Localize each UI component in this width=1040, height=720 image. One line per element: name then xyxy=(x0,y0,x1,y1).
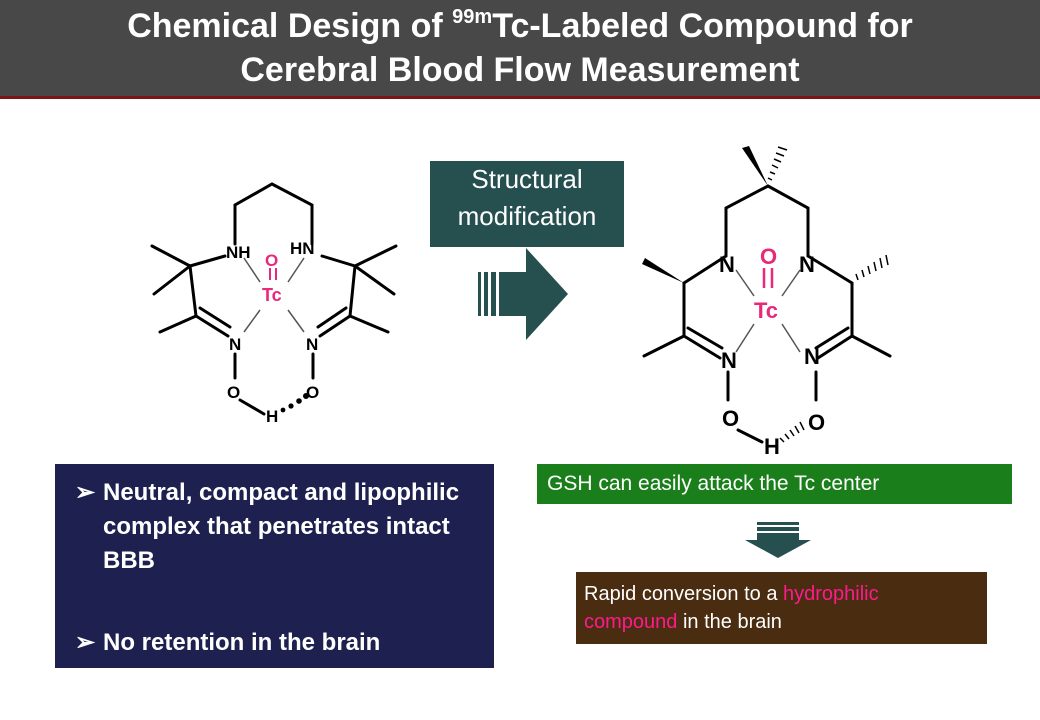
left-nh-label: NH xyxy=(226,243,251,262)
arrow-bullet-icon: ➢ xyxy=(75,479,96,506)
left-tc-label: Tc xyxy=(262,285,282,305)
features-box: ➢ Neutral, compact and lipophilic comple… xyxy=(55,464,494,668)
left-h-label: H xyxy=(266,407,278,426)
right-molecule-structure: N N O Tc N N O O H xyxy=(642,146,892,459)
arrow-bullet-icon: ➢ xyxy=(75,629,96,656)
rapid-text-part-1: Rapid conversion to a xyxy=(584,583,784,605)
gsh-attack-label: GSH can easily attack the Tc center xyxy=(537,464,1012,504)
title-line-2: Cerebral Blood Flow Measurement xyxy=(240,51,800,89)
right-n-top-right-label: N xyxy=(799,252,815,277)
left-oxo-label: O xyxy=(265,251,278,270)
title-prefix: Chemical Design of xyxy=(127,7,453,45)
title-suffix: Tc-Labeled Compound for xyxy=(492,7,913,45)
right-o-left-label: O xyxy=(722,406,739,431)
left-molecule-structure: NH HN O Tc N N O O H xyxy=(150,182,398,426)
hydrophilic-highlight: hydrophilic xyxy=(783,583,879,605)
right-o-right-label: O xyxy=(808,410,825,435)
structural-line-2: modification xyxy=(457,201,597,231)
left-hn-label: HN xyxy=(290,239,315,258)
left-o-right-label: O xyxy=(306,383,319,402)
title-superscript: 99m xyxy=(452,6,493,28)
gsh-text: GSH can easily attack the Tc center xyxy=(547,472,880,495)
left-o-left-label: O xyxy=(227,383,240,402)
right-h-label: H xyxy=(764,434,780,459)
title-line-1: Chemical Design of 99mTc-Labeled Compoun… xyxy=(0,6,1040,46)
bullet-text: No retention in the brain xyxy=(103,629,381,656)
right-n-bottom-left-label: N xyxy=(721,348,737,373)
down-arrow-icon xyxy=(745,522,811,558)
left-n-right-label: N xyxy=(306,335,318,354)
left-n-left-label: N xyxy=(229,335,241,354)
structural-line-1: Structural xyxy=(471,164,583,194)
rapid-text-part-2: in the brain xyxy=(677,611,782,633)
right-tc-label: Tc xyxy=(754,298,778,323)
right-n-top-left-label: N xyxy=(719,252,735,277)
block-right-arrow-icon xyxy=(478,248,568,340)
bullet-text: Neutral, compact and lipophilic complex … xyxy=(103,479,460,574)
rapid-conversion-box: Rapid conversion to a hydrophilic compoun… xyxy=(576,572,987,644)
structural-modification-label: Structural modification xyxy=(430,161,624,247)
right-n-bottom-right-label: N xyxy=(804,344,820,369)
title-bar: Chemical Design of 99mTc-Labeled Compoun… xyxy=(0,0,1040,99)
right-oxo-label: O xyxy=(760,244,777,269)
compound-highlight: compound xyxy=(584,611,678,633)
rapid-conversion-text: Rapid conversion to a hydrophilic compoun… xyxy=(584,580,879,636)
